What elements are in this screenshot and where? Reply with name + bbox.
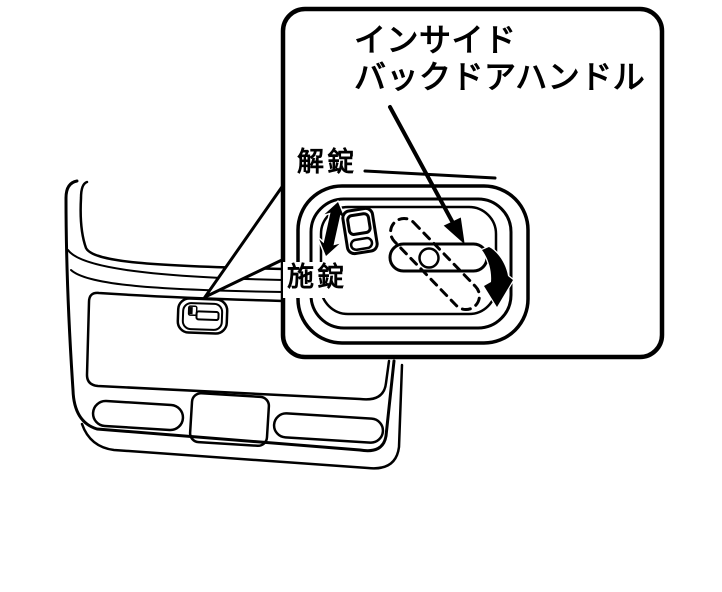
- door-handle-bezel: [176, 297, 229, 335]
- handle-rotated-position: [389, 216, 481, 312]
- trim-right-slot: [272, 412, 385, 444]
- door-outer-lower-edge: [80, 363, 404, 470]
- lock-knob-icon: [341, 206, 379, 256]
- back-door-outline: [64, 179, 404, 470]
- lock-label-backdrop: [283, 262, 359, 298]
- label-unlock: 解錠: [297, 147, 357, 177]
- door-panel-seam: [85, 291, 391, 401]
- callout-box: [280, 6, 665, 360]
- door-seam-line-1: [79, 180, 285, 271]
- handle-pivot: [418, 247, 440, 269]
- door-lock-knob-fill: [189, 307, 193, 315]
- unlock-label-backdrop: [292, 150, 366, 183]
- unlock-leader-line: [363, 169, 497, 180]
- trim-left-slot: [91, 399, 185, 432]
- door-bezel-inner: [181, 302, 224, 331]
- label-lock: 施錠: [287, 262, 347, 292]
- label-inside-back-door-handle-line1: インサイド: [354, 22, 517, 58]
- door-outer-edge: [64, 179, 396, 453]
- trim-center-panel: [188, 391, 271, 448]
- label-inside-back-door-handle-line2: バックドアハンドル: [354, 59, 646, 95]
- rotate-handle-arrow-icon: [480, 245, 515, 309]
- lock-knob-grip: [349, 236, 374, 252]
- door-lock-knob-icon: [187, 305, 198, 317]
- handle-pointer-arrowhead-icon: [443, 217, 465, 245]
- callout-content: [283, 105, 530, 345]
- lock-knob-window: [346, 212, 372, 236]
- label-inside-back-door-handle: インサイド バックドアハンドル: [354, 22, 645, 96]
- door-seam-line-3: [70, 269, 284, 293]
- handle-pointer-line: [388, 105, 455, 225]
- door-handle-lever: [195, 310, 220, 322]
